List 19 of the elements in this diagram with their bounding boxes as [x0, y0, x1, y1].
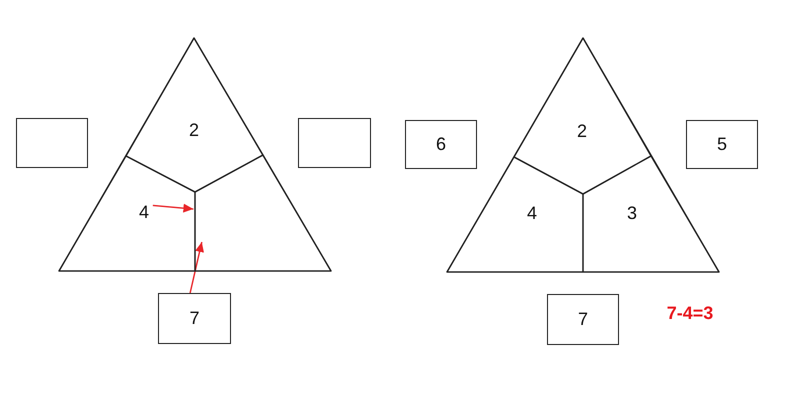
triangle-section [58, 155, 196, 272]
answer-box [16, 118, 88, 168]
triangle-section [582, 155, 720, 273]
number: 4 [527, 203, 537, 223]
arrow [189, 242, 204, 294]
triangle-section [446, 156, 584, 273]
arrow [152, 204, 194, 213]
number: 2 [189, 120, 199, 140]
answer-box: 6 [405, 120, 477, 169]
triangle [58, 37, 332, 272]
answer-box: 5 [686, 120, 758, 169]
number: 4 [139, 202, 149, 222]
triangle-section [194, 154, 332, 272]
number: 3 [627, 203, 637, 223]
number: 2 [577, 121, 587, 141]
equation: 7-4=3 [666, 303, 714, 323]
answer-box [298, 118, 371, 168]
answer-box: 7 [158, 293, 231, 344]
answer-box: 7 [547, 294, 619, 345]
